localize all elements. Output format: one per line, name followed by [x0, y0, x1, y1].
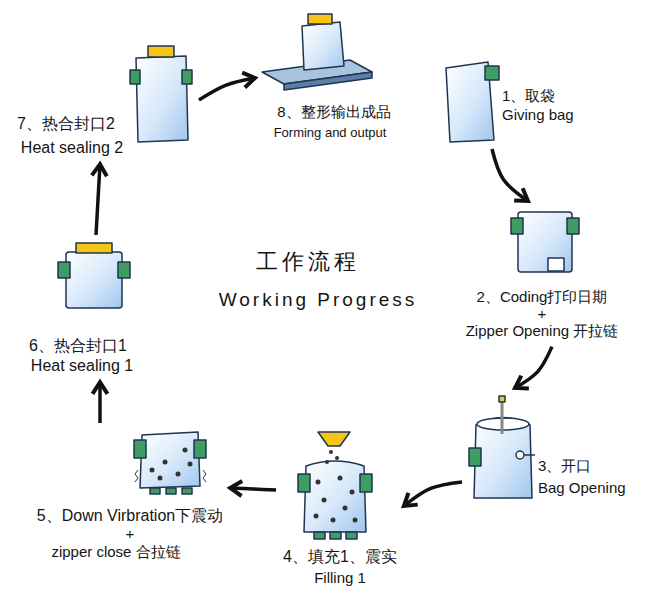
flow-arrow: [404, 482, 462, 506]
diagram-title: 工作流程: [256, 249, 360, 274]
step-label: 2、Coding打印日期: [477, 288, 608, 305]
step-label: +: [538, 305, 547, 322]
step-label: +: [126, 525, 135, 542]
flow-arrow: [96, 164, 100, 235]
step-label: Filling 1: [314, 569, 366, 586]
bag-illustration: [58, 243, 130, 308]
step-label: 8、整形输出成品: [277, 103, 390, 120]
step-node: 8、整形输出成品 Forming and output: [259, 9, 394, 143]
flow-arrow: [199, 78, 255, 100]
step-label: 6、热合封口1: [29, 337, 127, 355]
bag-illustration: [130, 46, 192, 142]
bag-illustration: [446, 62, 499, 142]
step-node: 6、热合封口1Heat sealing 1: [26, 239, 136, 378]
step-label: Heat sealing 1: [31, 357, 133, 375]
step-label: 7、热合封口2: [17, 115, 115, 133]
step-node: 3、开口 Bag Opening: [466, 392, 629, 503]
flow-arrow: [492, 149, 528, 201]
step-label: zipper close 合拉链: [51, 543, 180, 560]
subtitle-label: Working Progress: [219, 289, 418, 311]
bag-illustration: [511, 212, 579, 272]
step-node: 4、填充1、震实 Filling 1: [280, 427, 400, 590]
step-node: 7、热合封口2Heat sealing 2: [14, 42, 195, 160]
bag-illustration: [469, 396, 535, 498]
flow-arrow: [230, 488, 276, 490]
conveyor-illustration: [262, 14, 372, 90]
flow-arrow: [98, 382, 102, 423]
step-label: Bag Opening: [538, 479, 626, 496]
flow-arrow: [515, 347, 552, 388]
step-label: Heat sealing 2: [21, 139, 123, 157]
step-label: Zipper Opening 开拉链: [466, 322, 619, 339]
step-label: Giving bag: [502, 106, 574, 123]
step-label: 5、Down Virbration下震动: [37, 507, 223, 525]
step-label: 1、取袋: [502, 87, 555, 104]
step-node: 1、取袋 Giving bag: [433, 59, 577, 145]
step-label: 4、填充1、震实: [283, 548, 397, 566]
step-node: 2、Coding打印日期+Zipper Opening 开拉链: [463, 205, 622, 343]
step-node: 5、Down Virbration下震动+zipper close 合拉链: [34, 427, 226, 564]
step-label: 3、开口: [538, 457, 591, 474]
bag-illustration: [298, 432, 372, 539]
step-label: Forming and output: [274, 126, 387, 141]
bag-illustration: [134, 432, 206, 494]
